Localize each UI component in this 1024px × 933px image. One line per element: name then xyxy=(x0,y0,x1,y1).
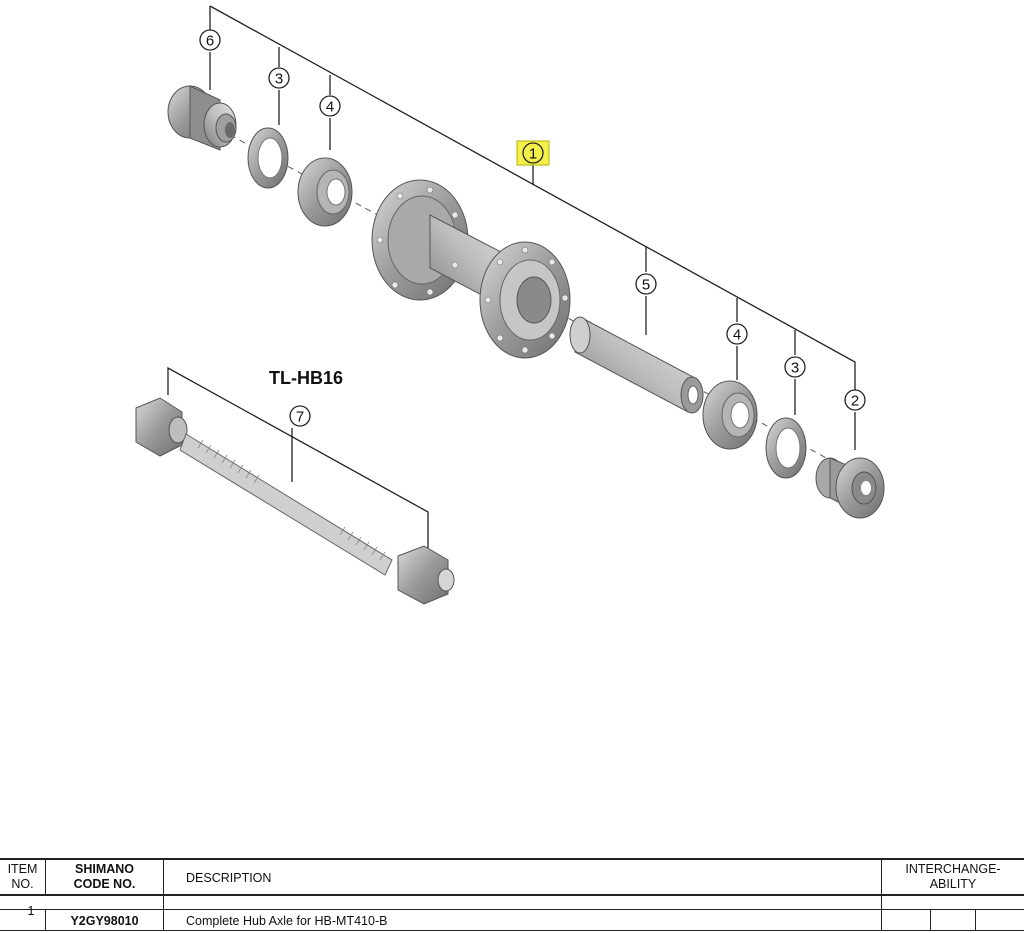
hub-axle-sleeve-part xyxy=(569,316,704,414)
header-description: DESCRIPTION xyxy=(186,871,272,885)
header-interchangeability: INTERCHANGE- ABILITY xyxy=(882,862,1024,892)
callout-4-right-number: 4 xyxy=(733,327,741,344)
header-interchange-line2: ABILITY xyxy=(929,877,977,891)
callout-5-number: 5 xyxy=(642,277,650,294)
end-cap-left-part xyxy=(167,85,237,151)
callout-3-right-number: 3 xyxy=(791,360,799,377)
row-description: Complete Hub Axle for HB-MT410-B xyxy=(186,914,388,928)
callout-4-left-number: 4 xyxy=(326,99,334,116)
spacer-washer-left-part xyxy=(247,127,289,189)
callout-2: 2 xyxy=(844,389,866,411)
header-item-no: ITEM NO. xyxy=(0,862,45,892)
bearing-right-part xyxy=(702,380,758,450)
header-item-no-line2: NO. xyxy=(11,877,34,891)
callout-7: 7 xyxy=(289,405,311,427)
callout-2-number: 2 xyxy=(851,393,859,410)
callout-3-left: 3 xyxy=(268,67,290,89)
header-item-no-line1: ITEM xyxy=(7,862,38,876)
callout-1: 1 xyxy=(516,140,550,166)
spacer-washer-right-part xyxy=(765,417,807,479)
row-item-no: 1 xyxy=(27,904,35,918)
callout-6-number: 6 xyxy=(206,33,214,50)
hub-body-part xyxy=(371,179,571,359)
bearing-left-part xyxy=(297,157,353,227)
callout-6: 6 xyxy=(199,29,221,51)
callout-5: 5 xyxy=(635,273,657,295)
callout-3-right: 3 xyxy=(784,356,806,378)
callout-4-left: 4 xyxy=(319,95,341,117)
header-code-line2: CODE NO. xyxy=(73,877,136,891)
tool-name-label: TL-HB16 xyxy=(269,368,343,388)
callout-1-number: 1 xyxy=(529,146,537,163)
header-interchange-line1: INTERCHANGE- xyxy=(905,862,1001,876)
callout-7-number: 7 xyxy=(296,409,304,426)
row-code-no: Y2GY98010 xyxy=(70,914,139,928)
callout-4-right: 4 xyxy=(726,323,748,345)
parts-table: ITEM NO. SHIMANO CODE NO. DESCRIPTION IN… xyxy=(0,858,1024,933)
header-code-line1: SHIMANO xyxy=(74,862,135,876)
tool-tl-hb16-part xyxy=(135,397,455,605)
callout-3-left-number: 3 xyxy=(275,71,283,88)
end-cap-right-part xyxy=(815,457,885,519)
leader-lines xyxy=(167,5,856,548)
header-code-no: SHIMANO CODE NO. xyxy=(46,862,163,892)
exploded-hub-diagram: 6 3 4 1 5 4 3 2 7 TL-HB16 xyxy=(135,5,885,605)
